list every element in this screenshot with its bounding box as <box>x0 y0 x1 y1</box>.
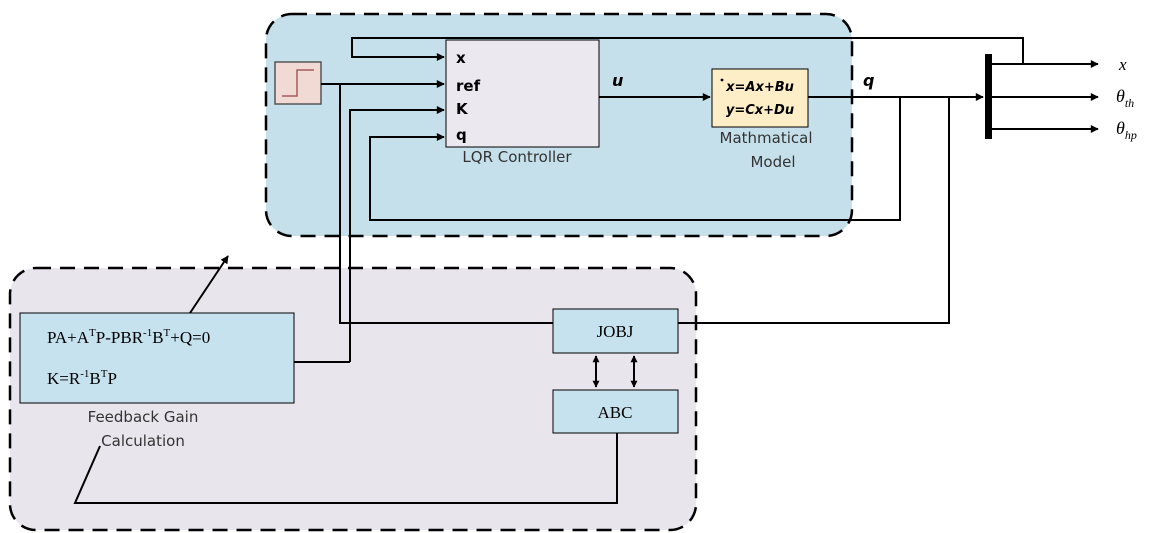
signal-u-label: u <box>612 71 623 90</box>
gain-label-line2: Calculation <box>101 432 185 450</box>
demux-bar <box>985 54 992 139</box>
port-x-label: x <box>456 49 466 67</box>
output-theta-hp-label: θhp <box>1116 118 1137 142</box>
abc-label: ABC <box>598 403 633 422</box>
signal-q-label: q <box>863 71 874 90</box>
lqr-controller-block: x ref K q <box>445 39 600 148</box>
wire-abc-to-gain <box>73 433 618 504</box>
mathematical-model-block: x=Ax+Bu y=Cx+Du <box>711 68 809 128</box>
jobj-label: JOBJ <box>597 322 634 341</box>
model-label-line2: Model <box>750 153 795 171</box>
abc-block: ABC <box>552 389 679 434</box>
riccati-equation: PA+ATP-PBR-1BT+Q=0 <box>47 327 210 347</box>
port-q-label: q <box>456 126 467 144</box>
jobj-block: JOBJ <box>552 308 679 354</box>
port-k-label: K <box>456 100 469 118</box>
gain-equation: K=R-1BTP <box>47 368 117 388</box>
output-theta-th-label: θth <box>1116 86 1134 110</box>
wire-q-feedback <box>369 97 901 221</box>
wire-q-to-jobj <box>678 97 950 324</box>
step-source-block <box>274 61 322 105</box>
output-x-label: x <box>1118 55 1127 74</box>
output-equation: y=Cx+Du <box>726 103 794 118</box>
wire-ref-to-jobj <box>339 84 553 324</box>
wire-x-feedback <box>351 37 1024 64</box>
wire-gain-to-panel <box>189 255 229 314</box>
lqr-controller-label: LQR Controller <box>462 148 572 166</box>
feedback-gain-block: PA+ATP-PBR-1BT+Q=0 K=R-1BTP <box>19 312 295 404</box>
wire-k <box>349 106 445 362</box>
port-ref-label: ref <box>456 77 481 95</box>
gain-label-line1: Feedback Gain <box>88 408 199 426</box>
model-label-line1: Mathmatical <box>720 129 813 147</box>
state-equation: x=Ax+Bu <box>725 80 794 95</box>
